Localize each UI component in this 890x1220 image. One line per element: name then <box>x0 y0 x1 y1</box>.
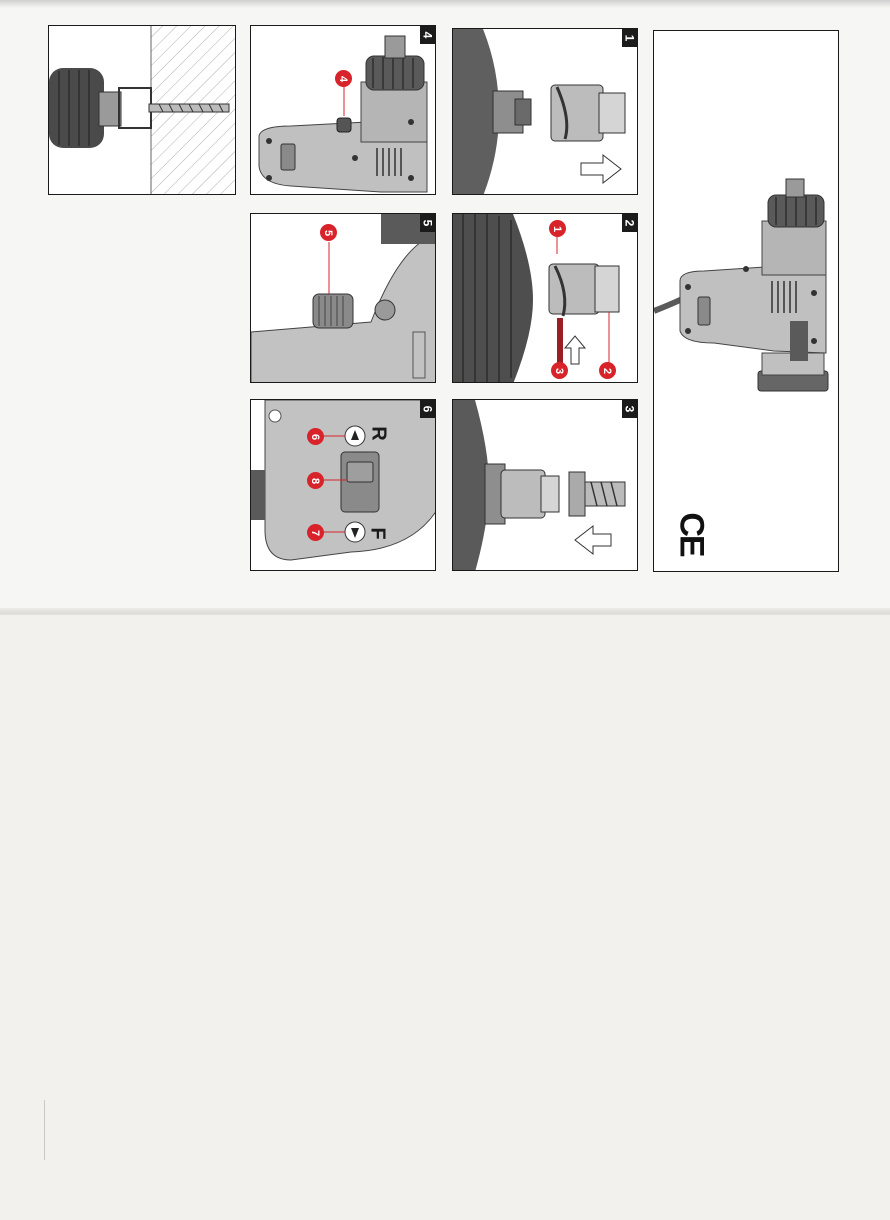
lower-blank-page <box>0 615 890 1220</box>
panel-5-knob: 5 5 <box>250 213 436 383</box>
callout-6: 6 <box>307 428 324 445</box>
reverse-letter: R <box>367 426 390 441</box>
forward-letter: F <box>366 527 389 540</box>
callout-3: 3 <box>551 362 568 379</box>
scan-ruler-mark <box>44 1100 59 1160</box>
callout-7: 7 <box>307 524 324 541</box>
page-fold <box>0 608 890 618</box>
drilling-wall-illustration <box>49 26 235 194</box>
callout-1: 1 <box>549 220 566 237</box>
ce-mark: CE <box>672 512 711 556</box>
callout-8: 8 <box>307 472 324 489</box>
step-number-badge: 1 <box>622 29 637 47</box>
cover-panel: CE <box>653 30 839 572</box>
drill-side-view-illustration <box>258 35 428 193</box>
step-number-badge: 4 <box>420 26 435 44</box>
scan-edge <box>0 0 890 8</box>
step-number-badge: 2 <box>622 214 637 232</box>
callout-2: 2 <box>599 362 616 379</box>
step-number-badge: 3 <box>622 400 637 418</box>
bit-insertion-illustration <box>453 400 626 570</box>
chuck-removal-illustration <box>453 29 626 194</box>
callout-5: 5 <box>320 224 337 241</box>
callout-4: 4 <box>335 70 352 87</box>
panel-drilling-wall <box>48 25 236 195</box>
direction-switch-illustration <box>251 400 435 561</box>
panel-1-remove-chuck: 1 <box>452 28 638 195</box>
speed-knob-illustration <box>251 214 435 382</box>
panel-2-chuck-parts: 2 1 2 3 <box>452 213 638 383</box>
step-number-badge: 5 <box>420 214 435 232</box>
chuck-parts-illustration <box>453 214 620 382</box>
panel-3-insert-bit: 3 <box>452 399 638 571</box>
step-number-badge: 6 <box>420 400 435 418</box>
panel-6-direction-switch: 6 6 8 7 R F <box>250 399 436 571</box>
panel-4-side-handle: 4 4 <box>250 25 436 195</box>
drill-product-illustration <box>654 178 829 392</box>
